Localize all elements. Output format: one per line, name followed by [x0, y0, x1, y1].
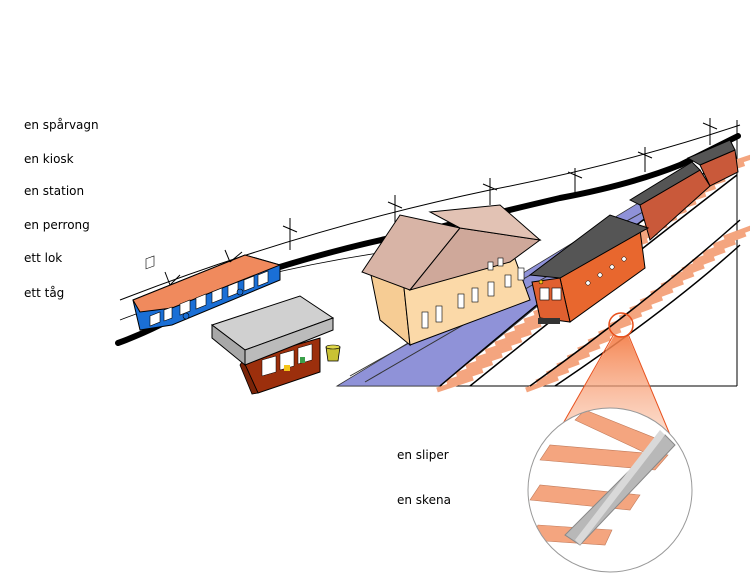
label-sleeper: en sliper — [397, 448, 449, 462]
label-kiosk: en kiosk — [24, 152, 74, 166]
label-rail: en skena — [397, 493, 451, 507]
label-locomotive: ett lok — [24, 251, 62, 265]
label-station: en station — [24, 184, 84, 198]
trash-bin — [326, 345, 340, 361]
magnifier — [528, 313, 692, 572]
label-train: ett tåg — [24, 286, 64, 300]
train — [530, 140, 738, 324]
kiosk — [212, 296, 340, 394]
label-tram: en spårvagn — [24, 118, 99, 132]
label-platform: en perrong — [24, 218, 90, 232]
